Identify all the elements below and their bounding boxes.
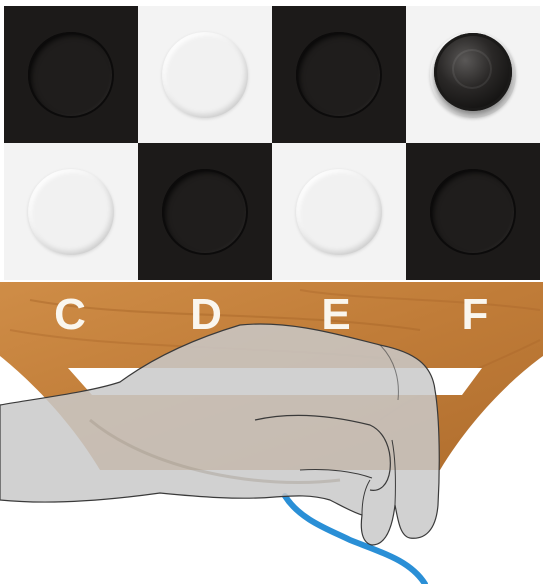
- hand-illustration-icon: [0, 0, 543, 584]
- game-scene: C D E F: [0, 0, 543, 584]
